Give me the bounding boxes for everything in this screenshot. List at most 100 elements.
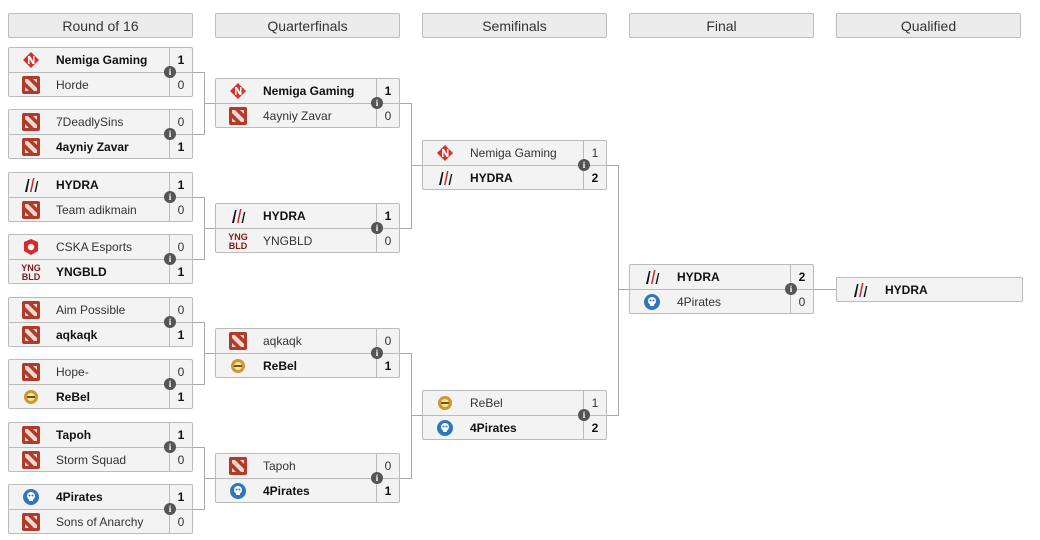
team-score: 1	[376, 204, 399, 228]
team-score: 0	[169, 235, 192, 259]
bracket-connector	[607, 165, 619, 166]
match-info-icon[interactable]: i	[164, 191, 176, 203]
bracket-connector	[204, 228, 215, 229]
team-score: 1	[376, 79, 399, 103]
hydra-logo-icon	[436, 169, 454, 187]
team-name: Tapoh	[56, 428, 92, 442]
dota-logo-icon	[22, 513, 40, 531]
match-info-icon[interactable]: i	[578, 159, 590, 171]
team-name: ReBel	[263, 359, 298, 373]
dota-logo-icon	[22, 426, 40, 444]
match-info-icon[interactable]: i	[371, 222, 383, 234]
bracket-connector	[607, 415, 619, 416]
bracket-connector	[411, 165, 422, 166]
bracket-connector	[411, 353, 412, 479]
team-score: 1	[169, 385, 192, 409]
bracket-connector	[411, 415, 422, 416]
team-score: 2	[790, 265, 813, 289]
team-slot-sons-of-anarchy[interactable]: Sons of Anarchy 0	[8, 509, 193, 534]
team-name: Hope-	[56, 365, 89, 379]
team-score: 1	[376, 354, 399, 378]
team-score: 1	[169, 173, 192, 197]
match-info-icon[interactable]: i	[164, 253, 176, 265]
team-slot-7deadlysins[interactable]: 7DeadlySins 0	[8, 109, 193, 134]
team-name: Horde	[56, 78, 89, 92]
team-name: 4Pirates	[677, 295, 722, 309]
team-name: Sons of Anarchy	[56, 515, 144, 529]
match-info-icon[interactable]: i	[578, 409, 590, 421]
match-info-icon[interactable]: i	[371, 347, 383, 359]
team-score: 0	[169, 110, 192, 134]
hydra-logo-icon	[851, 281, 869, 299]
match-info-icon[interactable]: i	[164, 441, 176, 453]
team-slot-hope[interactable]: Hope-0	[8, 359, 193, 384]
bracket-connector	[400, 228, 412, 229]
bracket-connector	[193, 259, 205, 260]
match-info-icon[interactable]: i	[164, 66, 176, 78]
team-score: 0	[169, 510, 192, 534]
qualified-team-name: HYDRA	[885, 283, 928, 297]
team-name: Nemiga Gaming	[263, 84, 355, 98]
team-slot-hydra[interactable]: HYDRA 1	[8, 172, 193, 197]
team-name: aqkaqk	[263, 334, 302, 348]
team-name: HYDRA	[263, 209, 306, 223]
bracket-connector	[193, 134, 205, 135]
pirates-logo-icon	[643, 293, 661, 311]
team-name: 7DeadlySins	[56, 115, 124, 129]
hydra-logo-icon	[643, 268, 661, 286]
rebel-logo-icon	[229, 357, 247, 375]
bracket-connector	[400, 103, 412, 104]
bracket-connector	[193, 509, 205, 510]
match-info-icon[interactable]: i	[371, 472, 383, 484]
team-slot-nemiga-gaming[interactable]: Nemiga Gaming 1	[215, 78, 400, 103]
match-info-icon[interactable]: i	[164, 128, 176, 140]
header-final: Final	[629, 13, 814, 38]
match-info-icon[interactable]: i	[164, 378, 176, 390]
match-info-icon[interactable]: i	[371, 97, 383, 109]
team-name: 4Pirates	[263, 484, 310, 498]
match-info-icon[interactable]: i	[164, 503, 176, 515]
team-name: HYDRA	[56, 178, 99, 192]
bracket-connector	[204, 103, 215, 104]
bracket-connector	[618, 165, 619, 416]
team-score: 1	[169, 260, 192, 284]
pirates-logo-icon	[22, 488, 40, 506]
match-info-icon[interactable]: i	[785, 283, 797, 295]
match-info-icon[interactable]: i	[164, 316, 176, 328]
bracket-connector	[193, 72, 205, 73]
nemiga-logo-icon	[436, 144, 454, 162]
team-slot-hydra[interactable]: HYDRA 1	[215, 203, 400, 228]
team-score: 2	[583, 416, 606, 440]
svg-text:BLD: BLD	[22, 272, 41, 281]
header-qualified: Qualified	[836, 13, 1021, 38]
hydra-logo-icon	[22, 176, 40, 194]
team-score: 2	[583, 166, 606, 190]
team-slot-rebel[interactable]: ReBel 1	[215, 353, 400, 378]
qualified-team-slot[interactable]: HYDRA	[836, 277, 1023, 302]
team-name: YNGBLD	[263, 234, 313, 248]
